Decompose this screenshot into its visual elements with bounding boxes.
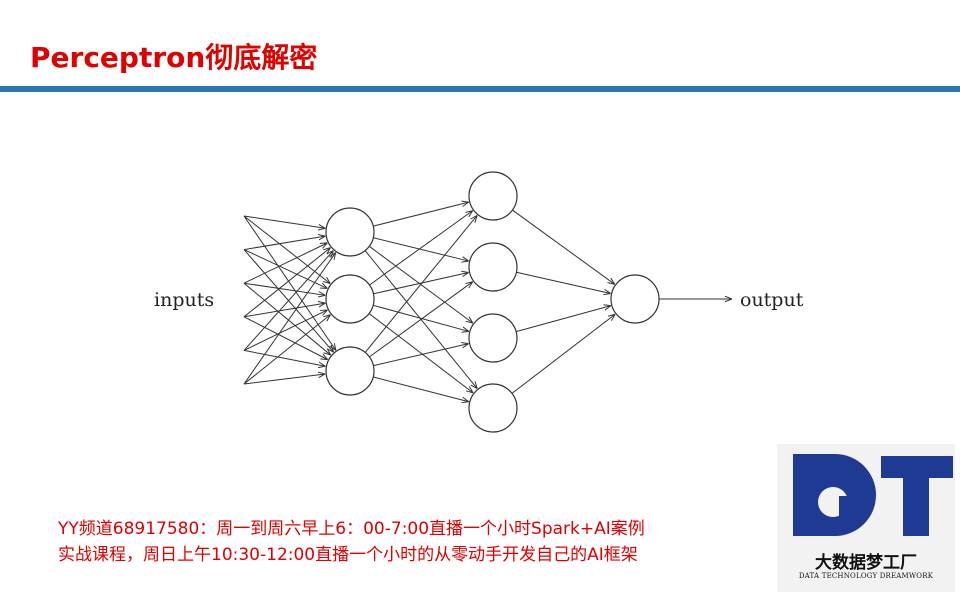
input-edge [243, 215, 325, 228]
hidden-edge [369, 282, 472, 358]
hidden-layer-2-neuron [468, 383, 518, 433]
inputs-label: inputs [154, 289, 214, 311]
output-edge [512, 209, 614, 284]
title-divider [0, 86, 960, 92]
hidden-edge [373, 376, 469, 402]
input-edge [243, 251, 333, 351]
slide-title: Perceptron彻底解密 [30, 41, 318, 74]
input-edge [243, 248, 330, 318]
input-edge [243, 215, 330, 284]
output-edge [516, 271, 610, 293]
hidden-edge [368, 313, 473, 393]
input-edge [243, 282, 331, 355]
input-edge [243, 349, 325, 366]
logo-mark [793, 454, 953, 536]
output-edge [511, 314, 615, 394]
output-neuron [610, 274, 660, 324]
company-logo: 大数据梦工厂 DATA TECHNOLOGY DREAMWORK [777, 444, 955, 592]
input-edge [243, 236, 325, 251]
hidden-layer-2-neuron [468, 313, 518, 363]
hidden-edge [373, 304, 469, 331]
logo-name: 大数据梦工厂 [815, 553, 917, 573]
hidden-edge [373, 237, 468, 261]
input-edge [243, 215, 336, 350]
hidden-edge [364, 215, 477, 353]
hidden-layer-1-neuron [325, 207, 375, 257]
input-edge [243, 315, 330, 385]
hidden-layer-2-neuron [468, 171, 518, 221]
output-label: output [740, 289, 804, 311]
input-edge [243, 243, 327, 284]
input-edge [243, 374, 325, 385]
hidden-edge [369, 211, 472, 286]
input-edge [243, 303, 325, 318]
input-edge [243, 253, 336, 385]
footer-announcement: YY频道68917580：周一到周六早上6：00-7:00直播一个小时Spark… [58, 516, 645, 568]
input-edge [243, 310, 328, 351]
hidden-layer-1-neuron [325, 274, 375, 324]
input-edge [243, 249, 327, 289]
logo-tagline: DATA TECHNOLOGY DREAMWORK [798, 572, 934, 580]
hidden-layer-1-neuron [325, 346, 375, 396]
hidden-edge [373, 202, 468, 227]
footer-line-2: 实战课程，周日上午10:30-12:00直播一个小时的从零动手开发自己的AI框架 [58, 545, 638, 565]
hidden-edge [373, 344, 468, 367]
hidden-edge [373, 272, 468, 295]
footer-line-1: YY频道68917580：周一到周六早上6：00-7:00直播一个小时Spark… [58, 519, 645, 539]
output-edge [516, 306, 611, 333]
hidden-layer-2-neuron [468, 242, 518, 292]
input-edge [243, 316, 328, 360]
input-edge [243, 282, 325, 295]
